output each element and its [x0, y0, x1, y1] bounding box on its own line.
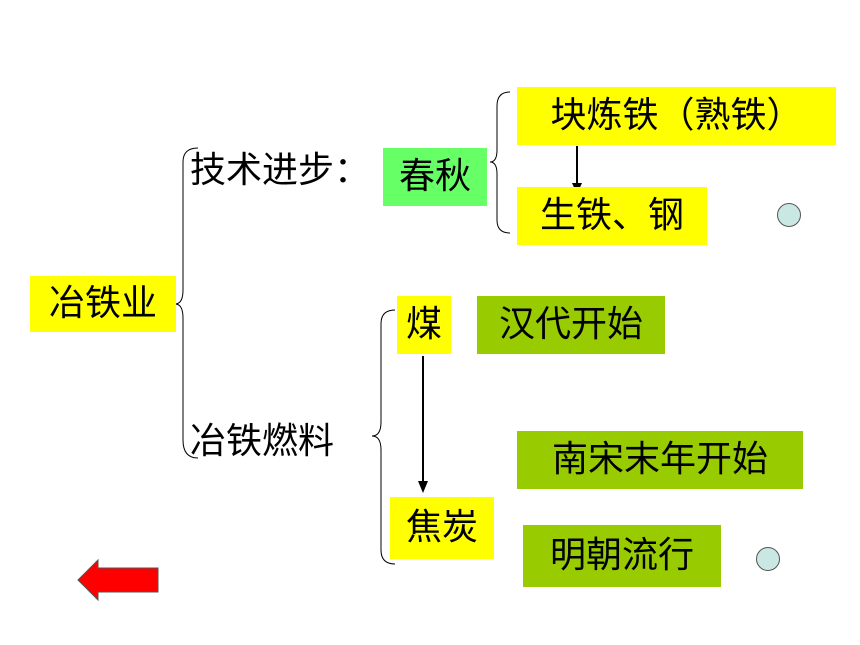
- coke-node: 焦炭: [390, 497, 494, 559]
- han-start-node: 汉代开始: [477, 296, 665, 354]
- back-arrow-icon: [77, 558, 159, 602]
- root-node: 冶铁业: [30, 276, 176, 332]
- fuel-brace: [371, 309, 396, 565]
- main-brace: [174, 147, 199, 459]
- spring-autumn-brace: [489, 91, 511, 234]
- branch-fuel-label: 冶铁燃料: [190, 421, 335, 462]
- wrought-iron-node: 块炼铁（熟铁）: [517, 87, 836, 145]
- spring-autumn-node: 春秋: [383, 148, 487, 206]
- fuel-arrow-head: [418, 481, 428, 493]
- circle-marker: [756, 547, 780, 571]
- branch-tech-label: 技术进步：: [190, 150, 371, 191]
- pig-iron-steel-node: 生铁、钢: [517, 187, 707, 245]
- southern-song-start-node: 南宋末年开始: [517, 431, 803, 489]
- coal-node: 煤: [397, 296, 451, 354]
- circle-marker: [777, 203, 801, 227]
- ming-popular-node: 明朝流行: [523, 525, 721, 587]
